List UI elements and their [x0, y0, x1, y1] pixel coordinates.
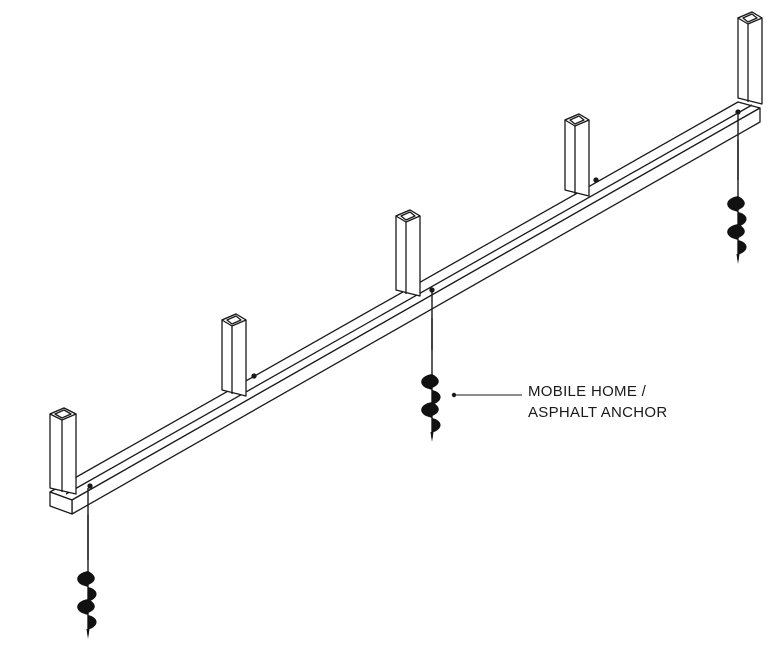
- bolt-4: [429, 287, 435, 293]
- post-4: [564, 113, 590, 197]
- callout-line-2: ASPHALT ANCHOR: [528, 404, 668, 421]
- anchor-left: [76, 488, 98, 640]
- post-1: [49, 407, 77, 495]
- anchor-callout-label: MOBILE HOME / ASPHALT ANCHOR: [528, 381, 668, 423]
- bolt-1: [251, 373, 257, 379]
- callout-leader: [451, 392, 522, 398]
- main-beam: [49, 101, 761, 515]
- bolt-2: [593, 177, 599, 183]
- anchor-right: [726, 114, 748, 265]
- bolt-5: [735, 109, 741, 115]
- post-2: [221, 313, 247, 397]
- post-5: [737, 11, 763, 105]
- anchor-center: [420, 292, 442, 443]
- post-3: [395, 209, 421, 297]
- callout-line-1: MOBILE HOME /: [528, 383, 647, 400]
- bolt-3: [87, 483, 93, 489]
